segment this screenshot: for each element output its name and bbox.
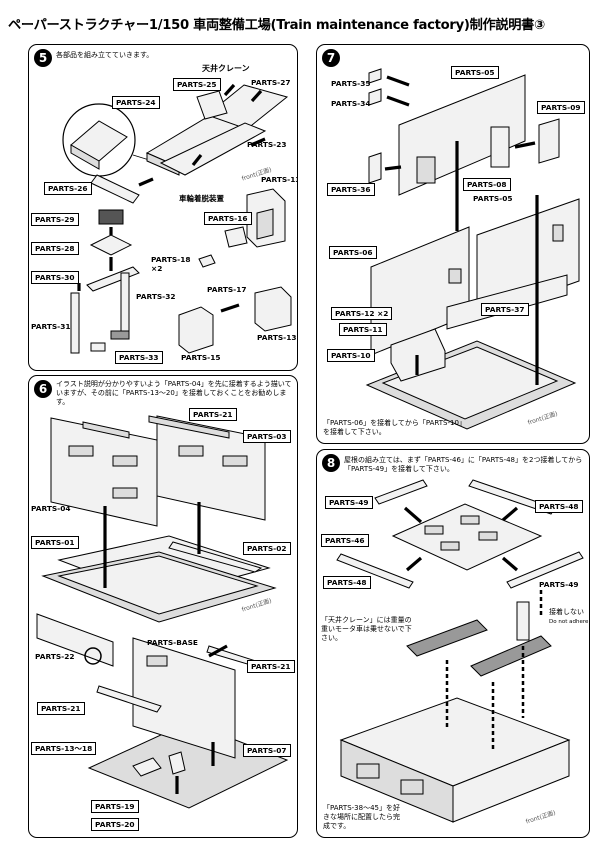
step-8-panel: 8 屋根の組み立ては、まず「PARTS-46」に「PARTS-48」を2つ接着し… <box>316 449 590 838</box>
label-parts-21-left: PARTS-21 <box>37 702 85 715</box>
label-parts-04: PARTS-04 <box>31 504 71 513</box>
step-7-note: 「PARTS-06」を接着してから「PARTS-10」を接着して下さい。 <box>323 419 463 436</box>
step-7-illustration <box>365 68 580 430</box>
label-parts-18: PARTS-18 ×2 <box>151 255 191 273</box>
label-parts-20: PARTS-20 <box>91 818 139 831</box>
label-parts-22: PARTS-22 <box>35 652 75 661</box>
label-parts-31: PARTS-31 <box>31 322 71 331</box>
label-parts-37: PARTS-37 <box>481 303 529 316</box>
label-parts-19: PARTS-19 <box>91 800 139 813</box>
label-parts-26: PARTS-26 <box>44 182 92 195</box>
label-parts-29: PARTS-29 <box>31 213 79 226</box>
parts-base-label: PARTS-BASE <box>147 638 198 647</box>
label-parts-36: PARTS-36 <box>327 183 375 196</box>
label-parts-21-mid: PARTS-21 <box>247 660 295 673</box>
label-parts-49-top: PARTS-49 <box>325 496 373 509</box>
label-parts-34: PARTS-34 <box>331 99 371 108</box>
step-6-illustration <box>36 415 289 809</box>
step-7-panel: 7 PARTS-35 PARTS-05 PARTS-34 PARTS-09 PA… <box>316 44 590 444</box>
label-parts-13-top: PARTS-13 <box>261 175 298 184</box>
step-8-number: 8 <box>322 454 340 472</box>
label-parts-16: PARTS-16 <box>204 212 252 225</box>
step-8-note: 屋根の組み立ては、まず「PARTS-46」に「PARTS-48」を2つ接着してか… <box>344 456 583 473</box>
crane-weight-note: 「天井クレーン」には重量の重いモータ車は乗せないで下さい。 <box>321 616 412 642</box>
label-parts-35: PARTS-35 <box>331 79 371 88</box>
label-parts-13-18: PARTS-13〜18 <box>31 742 97 755</box>
label-parts-24: PARTS-24 <box>112 96 160 109</box>
label-parts-07: PARTS-07 <box>243 744 291 757</box>
step-6-number: 6 <box>34 380 52 398</box>
label-parts-46: PARTS-46 <box>321 534 369 547</box>
label-parts-06: PARTS-06 <box>329 246 377 259</box>
label-parts-33: PARTS-33 <box>115 351 163 364</box>
label-parts-02: PARTS-02 <box>243 542 291 555</box>
label-parts-48-left: PARTS-48 <box>323 576 371 589</box>
wheel-device-heading: 車輪着脱装置 <box>179 194 224 203</box>
label-parts-23: PARTS-23 <box>247 140 287 149</box>
step-6-panel: 6 イラスト説明が分かりやすいよう「PARTS-04」を先に接着するよう描いてい… <box>28 375 298 838</box>
crane-heading: 天井クレーン <box>202 64 250 73</box>
step-5-note: 各部品を組み立てていきます。 <box>56 51 154 59</box>
label-parts-05-mid: PARTS-05 <box>473 194 513 203</box>
label-parts-11: PARTS-11 <box>339 323 387 336</box>
no-adhere-en: Do not adhere <box>549 619 589 625</box>
label-parts-05-top: PARTS-05 <box>451 66 499 79</box>
label-parts-27: PARTS-27 <box>251 78 291 87</box>
label-parts-25: PARTS-25 <box>173 78 221 91</box>
label-parts-28: PARTS-28 <box>31 242 79 255</box>
label-parts-15: PARTS-15 <box>181 353 221 362</box>
label-parts-21-top: PARTS-21 <box>189 408 237 421</box>
label-parts-48-right: PARTS-48 <box>535 500 583 513</box>
label-parts-01: PARTS-01 <box>31 536 79 549</box>
label-parts-30: PARTS-30 <box>31 271 79 284</box>
step-5-number: 5 <box>34 49 52 67</box>
step-8-final-note: 「PARTS-38〜45」を好きな場所に配置したら完成です。 <box>323 804 400 830</box>
step-5-illustration <box>62 83 292 354</box>
step-6-note: イラスト説明が分かりやすいよう「PARTS-04」を先に接着するよう描いています… <box>56 380 292 406</box>
label-parts-32: PARTS-32 <box>136 292 176 301</box>
step-5-panel: 5 各部品を組み立てていきます。 天井クレーン 車輪着脱装置 front(正面)… <box>28 44 298 371</box>
step-7-number: 7 <box>322 49 340 67</box>
label-parts-13-bottom: PARTS-13 <box>257 333 297 342</box>
label-parts-08: PARTS-08 <box>463 178 511 191</box>
label-parts-10: PARTS-10 <box>327 349 375 362</box>
label-parts-17: PARTS-17 <box>207 285 247 294</box>
label-parts-49-right: PARTS-49 <box>539 580 579 589</box>
step-8-illustration <box>336 479 584 823</box>
label-parts-12: PARTS-12 ×2 <box>331 307 393 320</box>
page-title: ペーパーストラクチャー1/150 車両整備工場(Train maintenanc… <box>8 18 545 33</box>
label-parts-03: PARTS-03 <box>243 430 291 443</box>
no-adhere-jp: 接着しない <box>549 608 584 616</box>
label-parts-09: PARTS-09 <box>537 101 585 114</box>
